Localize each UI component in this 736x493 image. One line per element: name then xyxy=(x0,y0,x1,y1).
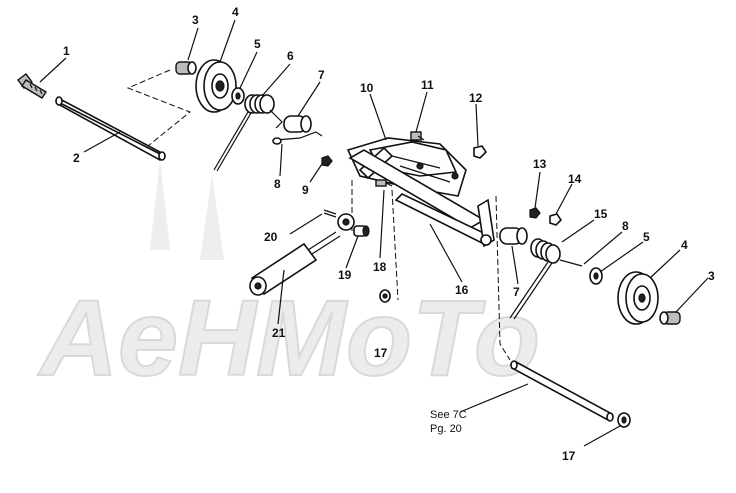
callout-9: 9 xyxy=(302,183,309,197)
bolt-part-11 xyxy=(410,131,425,141)
pin-part-20 xyxy=(323,209,337,218)
callout-7: 7 xyxy=(318,68,325,82)
callout-1: 1 xyxy=(63,44,70,58)
nut-part-13 xyxy=(529,207,541,219)
bushing-part-3-right xyxy=(659,311,681,325)
callout-6: 6 xyxy=(287,49,294,63)
callout-2: 2 xyxy=(73,151,80,165)
nut-part-12 xyxy=(473,145,488,159)
callout-5-right: 5 xyxy=(643,230,650,244)
washer-part-17-bottom xyxy=(617,412,631,428)
spring-part-15 xyxy=(509,238,583,320)
washer-part-17-center xyxy=(379,289,391,303)
callout-4-right: 4 xyxy=(681,238,688,252)
washer-part-5 xyxy=(231,87,245,105)
callout-11: 11 xyxy=(421,78,434,92)
nut-part-14 xyxy=(549,213,563,226)
callout-19: 19 xyxy=(338,268,352,282)
callout-3: 3 xyxy=(192,13,199,27)
leader-lines xyxy=(39,19,709,447)
bracket-part-10 xyxy=(346,137,467,197)
shock-absorber-part-21 xyxy=(249,231,341,296)
callout-16: 16 xyxy=(455,283,469,297)
callout-21: 21 xyxy=(272,326,286,340)
wheel-part-4 xyxy=(195,59,237,113)
callout-labels: 1 2 3 4 5 6 7 8 9 10 11 12 13 14 15 8 5 … xyxy=(63,5,715,463)
callout-12: 12 xyxy=(469,91,483,105)
callout-14: 14 xyxy=(568,172,582,186)
shaft-bottom xyxy=(510,360,614,422)
bushing-part-7 xyxy=(283,115,312,133)
callout-3-right: 3 xyxy=(708,269,715,283)
callout-18: 18 xyxy=(373,260,387,274)
callout-10: 10 xyxy=(360,81,374,95)
callout-7-right: 7 xyxy=(513,285,520,299)
callout-17-bottom: 17 xyxy=(562,449,576,463)
bushing-part-19 xyxy=(353,225,370,237)
callout-4: 4 xyxy=(232,5,239,19)
bolt-part-1 xyxy=(17,73,47,99)
assembly-line-left xyxy=(126,69,191,147)
watermark-text: AeHMoTo xyxy=(37,277,540,398)
bolt-part-18 xyxy=(375,179,393,187)
bushing-part-3 xyxy=(175,61,197,75)
callout-8-right: 8 xyxy=(622,219,629,233)
bushing-part-7-right xyxy=(499,227,528,245)
watermark: AeHMoTo xyxy=(36,160,541,399)
shaft-part-2 xyxy=(55,96,166,161)
reference-note-line2: Pg. 20 xyxy=(430,423,462,435)
wheel-part-4-right xyxy=(617,271,659,325)
callout-5: 5 xyxy=(254,37,261,51)
spring-part-6 xyxy=(213,94,283,172)
shock-eye-part xyxy=(337,213,355,231)
callout-13: 13 xyxy=(533,157,547,171)
callout-8: 8 xyxy=(274,177,281,191)
callout-20: 20 xyxy=(264,230,278,244)
assembly-line-center-2 xyxy=(391,189,399,301)
pivot-arm xyxy=(477,198,495,248)
callout-15: 15 xyxy=(594,207,608,221)
reference-note: See 7C Pg. 20 xyxy=(430,409,467,435)
washer-part-5-right xyxy=(589,267,603,285)
reference-note-line1: See 7C xyxy=(430,409,467,421)
assembly-line-right xyxy=(495,195,511,361)
nut-part-9 xyxy=(321,155,333,167)
clip-part-8 xyxy=(272,131,323,145)
callout-17-center: 17 xyxy=(374,346,388,360)
